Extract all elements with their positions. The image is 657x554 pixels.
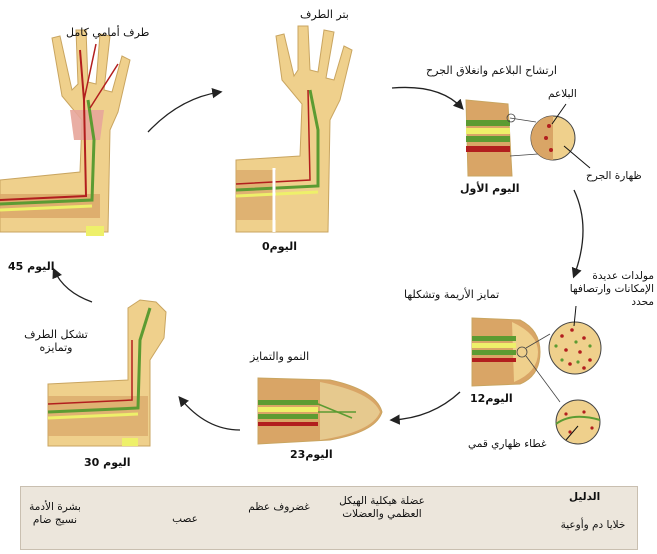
stage-amputation-day: اليوم0 (262, 240, 298, 253)
apical-cap-label: غطاء ظهاري قمي (468, 438, 547, 450)
cycle-arrows (52, 86, 584, 431)
legend-item-skin: بشرة الأدمة نسيج ضام (29, 501, 81, 526)
wound-epithelium-label: ظهارة الجرح (586, 170, 642, 182)
stage-formation-day: اليوم 30 (84, 456, 131, 469)
legend-title: الدليل (569, 491, 601, 503)
stage-forelimb-caption: طرف أمامي كامل (66, 26, 150, 39)
arrow-5-to-6 (178, 395, 241, 431)
stage-infiltration-day: اليوم الأول (460, 182, 520, 195)
infiltration-figure (465, 99, 591, 177)
blastema-figure (471, 305, 602, 445)
growth-figure (257, 377, 383, 445)
stage-growth-day: اليوم23 (290, 448, 333, 461)
stage-blastema-caption: تمايز الأريمة وتشكلها (404, 288, 500, 301)
arrow-3-to-4 (571, 189, 584, 279)
arrow-4-to-5 (389, 391, 461, 425)
macrophages-label: البلاعم (548, 88, 577, 100)
forelimb-figure (0, 29, 131, 236)
legend-item-nerve: عصب (172, 513, 198, 525)
arrow-2-to-3 (391, 86, 464, 110)
legend-item-cartilage: غضروف عظم (248, 501, 310, 513)
arrow-1-to-2 (147, 88, 223, 133)
amputation-figure (235, 25, 353, 233)
legend-item-muscle: عضلة هيكلية الهيكل العظمي والعضلات (339, 495, 425, 520)
stage-blastema-day: اليوم12 (470, 392, 513, 405)
stage-amputation-caption: بتر الطرف (300, 8, 349, 21)
legend: الدليل خلايا دم وأوعية عضلة هيكلية الهيك… (20, 486, 638, 550)
legend-item-blood: خلايا دم وأوعية (560, 519, 626, 531)
arrow-6-to-1 (52, 267, 93, 303)
stage-infiltration-caption: ارتشاح البلاعم وانغلاق الجرح (426, 64, 557, 77)
formation-figure (47, 299, 167, 447)
stage-forelimb-day: اليوم 45 (8, 260, 55, 273)
stage-growth-caption: النمو والتمايز (250, 350, 310, 363)
progenitors-label: مولدات عديدة الإمكانات وارتصافها محدد (569, 270, 654, 308)
stage-formation-caption: تشكل الطرف وتمايزه (24, 328, 88, 354)
